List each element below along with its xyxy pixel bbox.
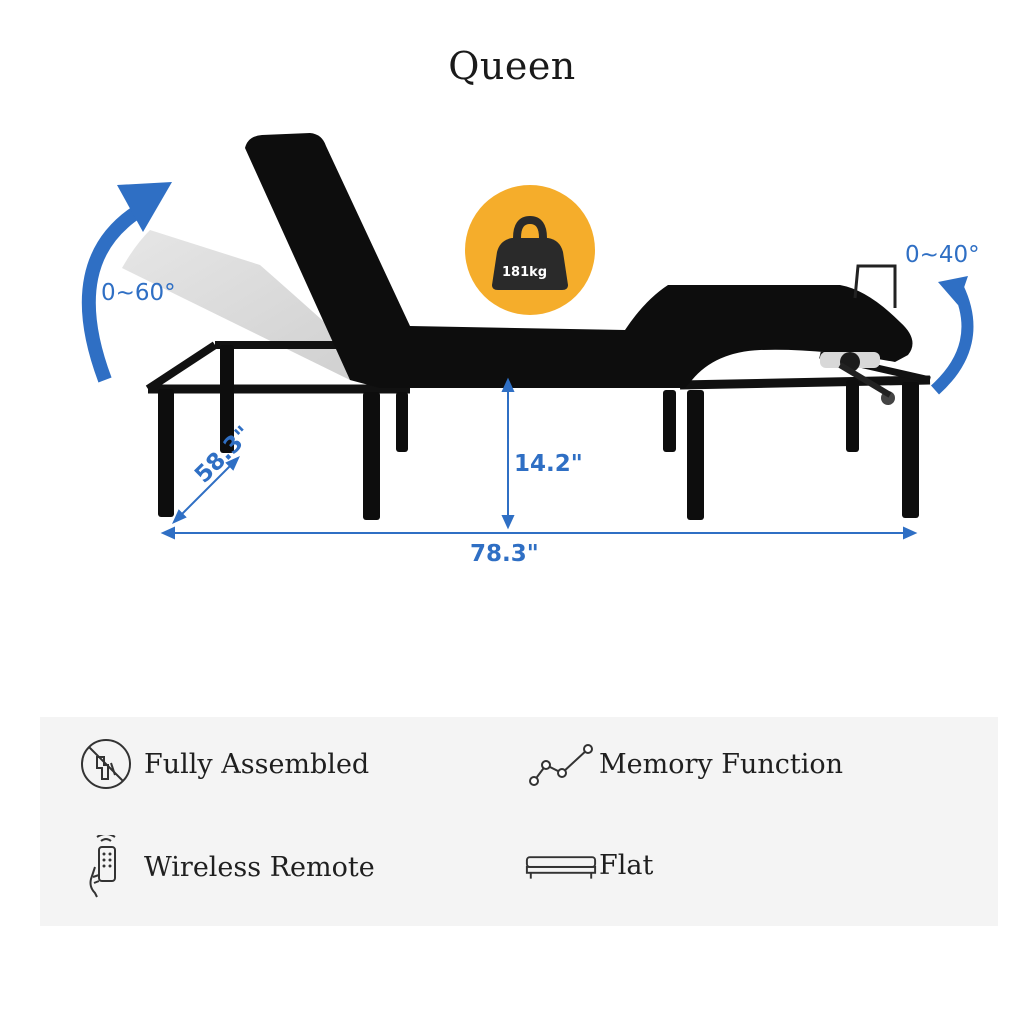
feature-memory-function: Memory Function — [523, 735, 843, 793]
bed-platform — [245, 133, 913, 388]
head-angle-arrow — [81, 182, 172, 383]
bed-legs — [158, 345, 919, 520]
features-panel: Fully Assembled Memory Function — [40, 717, 998, 926]
feature-flat: Flat — [523, 845, 653, 885]
weight-icon — [492, 238, 568, 290]
feature-label: Wireless Remote — [144, 851, 375, 883]
feature-label: Memory Function — [599, 748, 843, 780]
remote-hand-icon — [68, 835, 144, 899]
bed-mechanism — [820, 352, 895, 405]
weight-capacity-label: 181kg — [502, 265, 548, 280]
page-title: Queen — [448, 44, 576, 88]
feature-label: Flat — [599, 849, 654, 881]
head-angle-label: 0~60° — [101, 280, 176, 306]
length-dimension: 78.3" — [470, 541, 539, 567]
memory-graph-icon — [523, 735, 599, 793]
height-dimension: 14.2" — [514, 451, 583, 477]
feature-wireless-remote: Wireless Remote — [68, 835, 375, 899]
feature-fully-assembled: Fully Assembled — [68, 735, 369, 793]
feature-label: Fully Assembled — [144, 748, 370, 780]
foot-angle-label: 0~40° — [905, 242, 980, 268]
foot-angle-arrow — [930, 276, 974, 395]
bed-diagram — [81, 133, 974, 540]
flat-bed-icon — [523, 845, 599, 885]
dimension-lines — [160, 377, 918, 540]
retainer-bar — [853, 264, 897, 308]
no-tools-icon — [68, 735, 144, 793]
